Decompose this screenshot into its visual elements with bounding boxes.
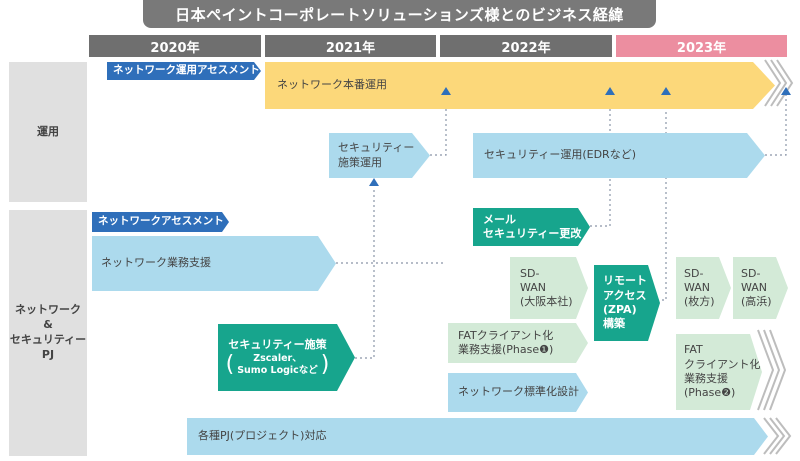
connector-security-measures-to-policy-ops (355, 190, 375, 359)
remote-access-label-3: (ZPA) (603, 303, 637, 316)
nw-ops-assessment-label: ネットワーク運用アセスメント (113, 64, 260, 77)
continuation-mark-fat (763, 329, 781, 411)
fat-phase2-bar: FAT クライアント化 業務支援 (Phase❷) (676, 334, 762, 410)
continuation-mark-pj (763, 417, 780, 455)
security-ops-edr-label: セキュリティー運用(EDRなど) (484, 148, 636, 162)
security-policy-ops-bar: セキュリティー 施策運用 (329, 133, 430, 178)
various-pj-label: 各種PJ(プロジェクト)対応 (198, 429, 327, 443)
sdwan-osaka-label-1: SD- (520, 266, 540, 280)
row-header-operation: 運用 (9, 62, 87, 202)
paren-open: ( (225, 351, 235, 377)
row-label-operation: 運用 (37, 124, 59, 138)
security-measures-label: セキュリティー施策 (228, 338, 327, 352)
year-2020: 2020年 (89, 35, 261, 57)
sdwan-osaka-label-3: (大阪本社) (520, 295, 573, 309)
continuation-mark-pj (769, 417, 786, 455)
various-pj-bar: 各種PJ(プロジェクト)対応 (187, 418, 768, 455)
security-policy-ops-label-1: セキュリティー (338, 141, 415, 155)
sdwan-hirakata-label-2: WAN (684, 280, 711, 294)
remote-access-bar: リモート アクセス (ZPA) 構築 (594, 265, 660, 341)
milestone-triangle-icon (781, 87, 791, 95)
connector-security-policy-to-ops (430, 95, 447, 156)
sdwan-hirakata-bar: SD- WAN (枚方) (676, 257, 731, 319)
milestone-triangle-icon (661, 87, 671, 95)
year-2021: 2021年 (265, 35, 436, 57)
sdwan-takahama-label-2: WAN (741, 280, 768, 294)
milestone-triangle-icon (441, 87, 451, 95)
continuation-mark-fat (757, 329, 775, 411)
connector-mail-security-to-ops (590, 95, 611, 227)
nw-production-ops-bar: ネットワーク本番運用 (265, 62, 775, 109)
row-label-project-1: ネットワーク (15, 303, 81, 317)
remote-access-label-4: 構築 (603, 317, 625, 331)
year-2022: 2022年 (440, 35, 612, 57)
fat-phase1-label-2: 業務支援(Phase❶) (458, 343, 554, 356)
fat-phase2-label-3: 業務支援 (684, 372, 728, 385)
row-label-project-4: PJ (41, 347, 55, 361)
fat-phase1-bar: FATクライアント化 業務支援(Phase❶) (448, 323, 588, 363)
nw-business-support-bar: ネットワーク業務支援 (92, 236, 336, 291)
continuation-mark-pj (775, 417, 792, 455)
nw-assessment-bar: ネットワークアセスメント (92, 212, 229, 232)
row-header-project: ネットワーク & セキュリティー PJ (9, 210, 87, 456)
milestone-triangle-icon (369, 178, 379, 186)
nw-production-ops-label: ネットワーク本番運用 (277, 78, 387, 92)
mail-security-label-1: メール (483, 212, 516, 226)
continuation-mark-fat (769, 329, 787, 411)
diagram-title: 日本ペイントコーポレートソリューションズ様とのビジネス経緯 (143, 0, 656, 28)
mail-security-bar: メール セキュリティー更改 (473, 208, 590, 246)
sdwan-hirakata-label-1: SD- (684, 266, 704, 280)
row-label-project-3: セキュリティー (9, 333, 87, 346)
security-policy-ops-label-2: 施策運用 (338, 155, 382, 169)
year-2023: 2023年 (616, 35, 787, 57)
nw-ops-assessment-bar: ネットワーク運用アセスメント (107, 62, 261, 80)
sdwan-takahama-label-1: SD- (741, 266, 761, 280)
nw-assessment-label: ネットワークアセスメント (98, 215, 224, 228)
milestone-triangle-icon (605, 87, 615, 95)
nw-business-support-label: ネットワーク業務支援 (101, 256, 211, 270)
mail-security-label-2: セキュリティー更改 (483, 227, 582, 240)
fat-phase1-label-1: FATクライアント化 (458, 328, 554, 342)
continuation-mark-ops (764, 59, 782, 107)
security-ops-edr-bar: セキュリティー運用(EDRなど) (473, 133, 765, 178)
security-measures-bar: セキュリティー施策 ( Zscaler、 Sumo Logicなど ) (218, 324, 355, 391)
remote-access-label-2: アクセス (603, 288, 647, 302)
paren-close: ) (320, 351, 330, 377)
fat-phase2-label-2: クライアント化 (684, 357, 761, 371)
continuation-mark-ops (776, 59, 794, 107)
nw-standardization-bar: ネットワーク標準化設計 (448, 373, 588, 412)
connector-edr-to-continue (765, 95, 787, 156)
security-measures-sub-text: Zscaler、 Sumo Logicなど (237, 353, 318, 377)
fat-phase2-label-1: FAT (684, 343, 703, 357)
security-measures-sub-1: Zscaler、 (253, 352, 302, 364)
security-measures-sub: ( Zscaler、 Sumo Logicなど ) (226, 353, 330, 377)
sdwan-hirakata-label-3: (枚方) (684, 295, 715, 309)
sdwan-takahama-bar: SD- WAN (高浜) (733, 257, 788, 319)
fat-phase2-label-4: (Phase❷) (684, 386, 736, 400)
remote-access-label-1: リモート (603, 274, 647, 288)
sdwan-osaka-label-2: WAN (520, 280, 547, 294)
sdwan-takahama-label-3: (高浜) (741, 295, 772, 309)
sdwan-osaka-bar: SD- WAN (大阪本社) (510, 257, 588, 319)
continuation-mark-ops (770, 59, 788, 107)
nw-standardization-label: ネットワーク標準化設計 (458, 385, 579, 399)
row-label-project-2: & (43, 318, 53, 332)
continuation-marks (757, 59, 794, 455)
security-measures-sub-2: Sumo Logicなど (237, 364, 318, 376)
